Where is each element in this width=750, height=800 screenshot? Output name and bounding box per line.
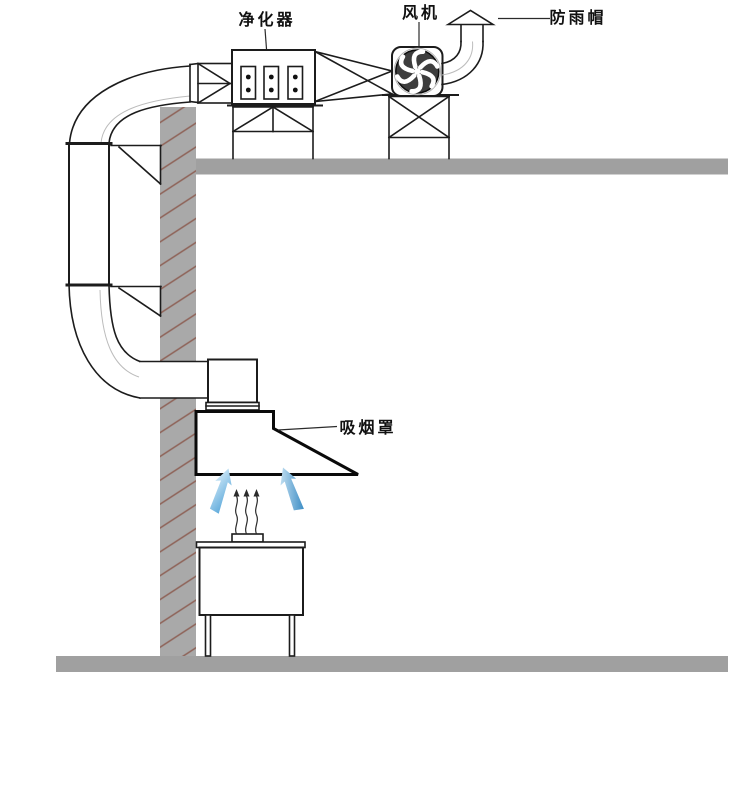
fan-unit <box>391 46 444 97</box>
purifier-outlet-cone <box>313 50 394 103</box>
label-fan: 风机 <box>402 3 440 22</box>
lower-elbow-duct <box>68 283 142 399</box>
upper-elbow-duct <box>68 62 199 144</box>
airflow-arrows <box>209 467 304 514</box>
vertical-duct <box>65 142 113 287</box>
label-purifier: 净化器 <box>238 10 295 29</box>
airflow-arrow-right <box>280 467 304 511</box>
smoke-lines <box>233 489 260 535</box>
floor-slab <box>56 656 728 672</box>
airflow-arrow-left <box>209 468 232 514</box>
purifier-filter-panels <box>240 65 304 100</box>
purifier-inlet-transition <box>196 62 233 105</box>
label-smoke-hood: 吸烟罩 <box>339 418 396 437</box>
fan-stand <box>382 94 459 160</box>
roof-slab <box>196 158 728 175</box>
purifier-box <box>231 49 316 105</box>
labels: 净化器 风机 防雨帽 吸烟罩 <box>238 3 606 437</box>
table-leg-left <box>204 614 212 657</box>
hood-riser-duct <box>205 358 260 411</box>
pot <box>231 533 264 543</box>
label-rain-cap: 防雨帽 <box>549 8 606 27</box>
purifier-stand <box>227 104 323 160</box>
table-leg-right <box>288 614 296 657</box>
smoke-hood <box>194 410 359 476</box>
duct-wall-brackets <box>110 144 162 318</box>
stove-table <box>195 533 306 657</box>
rain-cap-assembly <box>441 9 496 86</box>
rain-cap-hat <box>445 9 496 26</box>
wall-crossing-duct <box>139 360 209 399</box>
table-body <box>198 546 304 616</box>
